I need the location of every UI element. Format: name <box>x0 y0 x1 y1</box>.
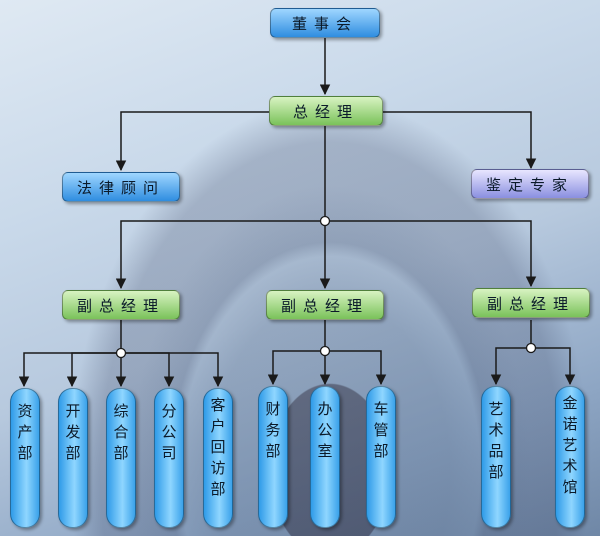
dept-node: 分公司 <box>154 388 184 528</box>
dept-label: 客户回访部 <box>208 397 227 502</box>
board-label: 董事会 <box>291 14 358 33</box>
dept-node: 资产部 <box>10 388 40 528</box>
gm-node: 总经理 <box>269 96 383 126</box>
dept-label: 分公司 <box>159 403 178 466</box>
vp-label: 副总经理 <box>280 296 369 315</box>
vp-node-2: 副总经理 <box>266 290 384 320</box>
dept-label: 财务部 <box>263 401 282 464</box>
dept-node: 开发部 <box>58 388 88 528</box>
dept-label: 开发部 <box>63 403 82 466</box>
junction-node <box>115 347 127 359</box>
dept-label: 金诺艺术馆 <box>560 395 579 500</box>
vp-node-1: 副总经理 <box>62 290 180 320</box>
vp-node-3: 副总经理 <box>472 288 590 318</box>
dept-node: 车管部 <box>366 386 396 528</box>
dept-node: 金诺艺术馆 <box>555 386 585 528</box>
junction-node <box>319 345 331 357</box>
vp-label: 副总经理 <box>76 296 165 315</box>
gm-label: 总经理 <box>292 102 359 121</box>
dept-label: 综合部 <box>111 403 130 466</box>
dept-label: 艺术品部 <box>486 401 505 485</box>
dept-label: 办公室 <box>315 401 334 464</box>
dept-node: 办公室 <box>310 386 340 528</box>
legal-node: 法律顾问 <box>62 172 180 202</box>
vp-label: 副总经理 <box>486 294 575 313</box>
dept-label: 车管部 <box>371 401 390 464</box>
dept-node: 艺术品部 <box>481 386 511 528</box>
dept-label: 资产部 <box>15 403 34 466</box>
legal-label: 法律顾问 <box>76 178 165 197</box>
dept-node: 财务部 <box>258 386 288 528</box>
junction-node <box>319 215 331 227</box>
junction-node <box>525 342 537 354</box>
dept-node: 综合部 <box>106 388 136 528</box>
expert-label: 鉴定专家 <box>485 175 574 194</box>
board-node: 董事会 <box>270 8 380 38</box>
dept-node: 客户回访部 <box>203 388 233 528</box>
expert-node: 鉴定专家 <box>471 169 589 199</box>
